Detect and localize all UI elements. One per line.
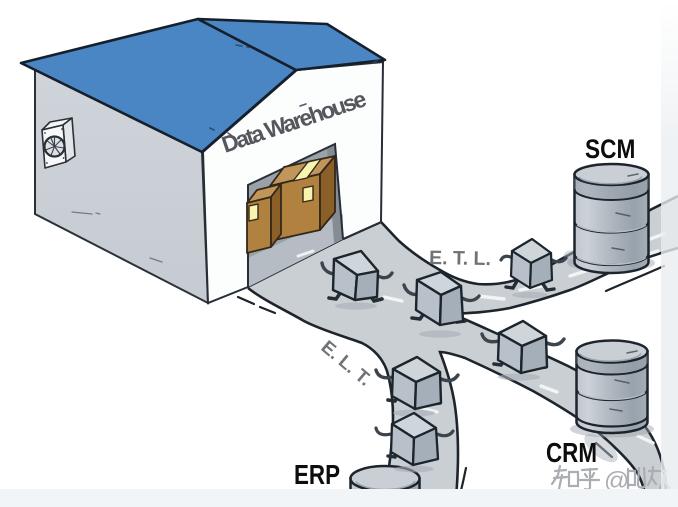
svg-text:E. T. L.: E. T. L. xyxy=(429,247,491,270)
svg-text:CRM: CRM xyxy=(546,438,597,469)
svg-text:ERP: ERP xyxy=(294,460,340,491)
svg-text:SCM: SCM xyxy=(585,134,635,164)
